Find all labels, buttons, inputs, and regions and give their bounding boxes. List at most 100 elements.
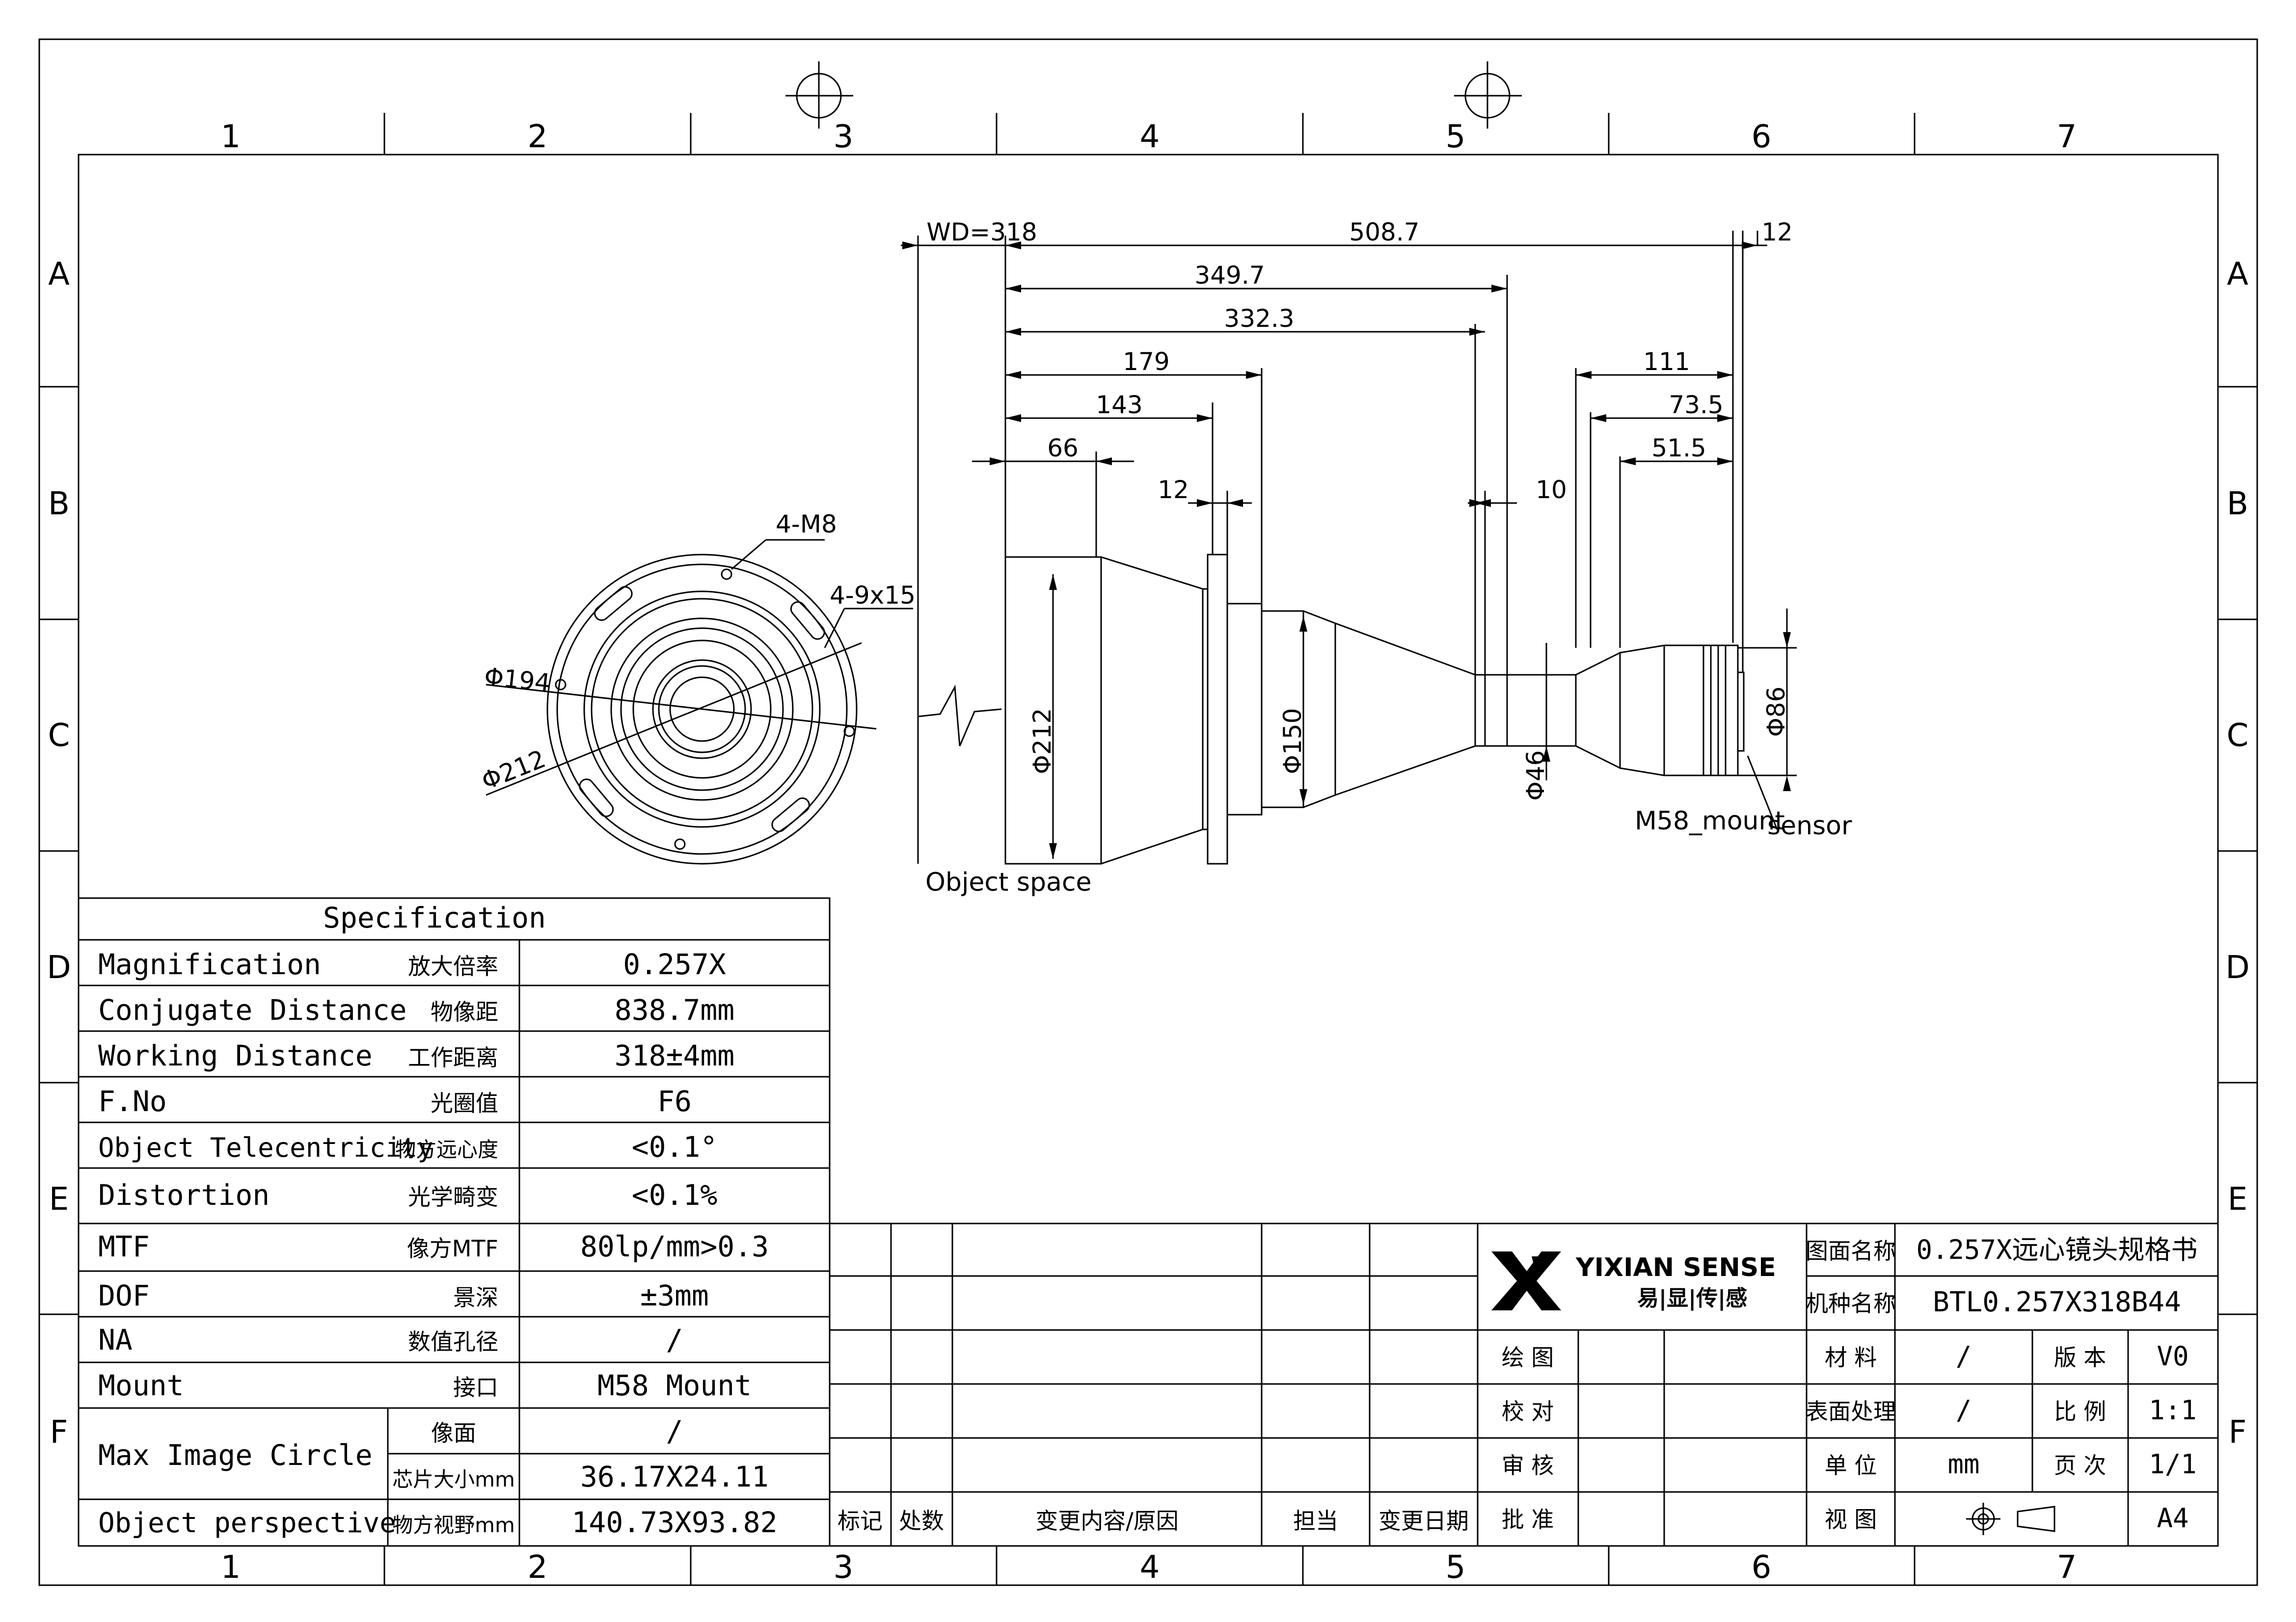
revision-header: 处数 [899, 1508, 944, 1534]
spec-value: 36.17X24.11 [580, 1460, 769, 1493]
spec-table: Specification Magnification 放大倍率 0.257X … [98, 901, 778, 1539]
row-label: D [47, 950, 71, 986]
col-label: 3 [834, 119, 854, 155]
sign-label-review: 审 核 [1502, 1452, 1554, 1479]
bottom-column-ticks [383, 1546, 1916, 1585]
spec-row: F.No 光圈值 F6 [98, 1085, 692, 1118]
row-label: B [2227, 486, 2248, 522]
spec-name-en: NA [98, 1323, 133, 1356]
spec-value: / [666, 1323, 683, 1356]
spec-value: 140.73X93.82 [571, 1506, 777, 1539]
spec-name-cn: 景深 [453, 1284, 498, 1311]
model-label: 机种名称 [1806, 1290, 1896, 1317]
side-view-labels: Object space M58_mount sensor [925, 806, 1852, 897]
col-label: 7 [2057, 1549, 2077, 1586]
left-row-ticks [39, 386, 79, 1315]
material-label: 材 料 [1825, 1344, 1877, 1371]
spec-name-cn: 物方视野mm [392, 1513, 515, 1537]
unit-label: 单 位 [1825, 1452, 1877, 1479]
spec-name-en: Object Telecentricity [98, 1132, 433, 1163]
dim-332-3: 332.3 [1224, 304, 1294, 333]
mount-slot [771, 797, 810, 832]
right-row-ticks [2218, 386, 2257, 1315]
drawing-name: 0.257X远心镜头规格书 [1916, 1234, 2197, 1265]
spec-name-cn: 数值孔径 [408, 1329, 498, 1355]
row-label: C [2227, 718, 2249, 754]
model-number: BTL0.257X318B44 [1933, 1286, 2181, 1318]
page-value: 1/1 [2149, 1449, 2197, 1480]
spec-row-image-circle: Max Image Circle 像面 / 芯片大小mm 36.17X24.11 [98, 1414, 769, 1493]
spec-row: Conjugate Distance 物像距 838.7mm [98, 993, 734, 1027]
spec-value: 838.7mm [615, 993, 734, 1027]
revision-header: 标记 [837, 1508, 883, 1534]
version-label: 版 本 [2054, 1344, 2107, 1371]
spec-row: NA 数值孔径 / [98, 1323, 683, 1356]
unit-value: mm [1947, 1449, 1979, 1480]
target-mark-left [785, 61, 853, 129]
brand-logo-icon [1491, 1251, 1561, 1310]
dim-111: 111 [1643, 347, 1690, 376]
row-label: B [48, 486, 70, 522]
mount-hole [674, 838, 686, 850]
top-column-ticks [383, 113, 1916, 155]
spec-value: / [666, 1414, 683, 1448]
surface-value: / [1956, 1395, 1972, 1426]
spec-table-grid [78, 897, 831, 1547]
spec-value: <0.1° [632, 1130, 718, 1164]
version-value: V0 [2157, 1341, 2188, 1372]
spec-value: ±3mm [640, 1279, 709, 1312]
page-label: 页 次 [2054, 1452, 2107, 1479]
spec-name-cn: 像方MTF [407, 1235, 498, 1262]
col-label: 7 [2057, 119, 2077, 155]
brand-name: YIXIAN SENSE [1575, 1253, 1776, 1282]
row-label: F [2229, 1414, 2247, 1451]
revision-header: 变更日期 [1378, 1508, 1469, 1534]
spec-row: MTF 像方MTF 80lp/mm>0.3 [98, 1230, 769, 1263]
spec-name-en: Magnification [98, 948, 321, 981]
diameter-212: Φ212 [1028, 708, 1056, 774]
dim-51-5: 51.5 [1651, 434, 1706, 462]
col-label: 1 [221, 119, 241, 155]
spec-name-en: Mount [98, 1369, 184, 1402]
spec-row: DOF 景深 ±3mm [98, 1279, 709, 1312]
spec-value: <0.1% [632, 1178, 718, 1212]
side-view-dimension-texts: WD=318 508.7 12 349.7 332.3 179 143 66 1… [926, 218, 1792, 504]
sign-label-check: 校 对 [1502, 1398, 1554, 1425]
sign-label-draw: 绘 图 [1502, 1344, 1554, 1371]
sensor-label: sensor [1767, 811, 1852, 841]
row-labels-left: A B C D E F [47, 256, 71, 1451]
spec-value: 0.257X [623, 948, 726, 981]
mount-hole [555, 679, 567, 691]
row-label: E [2228, 1181, 2247, 1218]
flange-dim: 12 [1158, 476, 1189, 504]
spec-name-en: Object perspective [98, 1507, 396, 1539]
working-distance-dim: WD=318 [926, 218, 1037, 246]
col-label: 6 [1752, 1549, 1772, 1586]
dim-66: 66 [1047, 434, 1079, 462]
mount-slot [790, 601, 825, 640]
title-block-brand: YIXIAN SENSE 易|显|传|感 [1575, 1253, 1776, 1311]
brand-name-cn: 易|显|传|感 [1637, 1286, 1747, 1311]
column-labels-top: 1 2 3 4 5 6 7 [221, 119, 2077, 155]
row-label: D [2225, 950, 2249, 986]
col-label: 4 [1140, 119, 1160, 155]
spec-name-cn: 光圈值 [431, 1090, 498, 1117]
spec-row-perspective: Object perspective 物方视野mm 140.73X93.82 [98, 1506, 778, 1539]
spec-name-cn: 芯片大小mm [392, 1467, 515, 1491]
spec-name-cn: 像面 [431, 1420, 476, 1446]
spec-name-en: Max Image Circle [98, 1438, 373, 1472]
diameter-150: Φ150 [1278, 708, 1307, 774]
spec-name-en: MTF [98, 1230, 150, 1263]
dim-349-7: 349.7 [1194, 261, 1265, 290]
col-label: 3 [834, 1549, 854, 1586]
front-view [486, 539, 913, 865]
dim-179: 179 [1123, 347, 1169, 376]
spec-row: Mount 接口 M58 Mount [98, 1369, 752, 1402]
diameter-86: Φ86 [1762, 687, 1790, 737]
dim-73-5: 73.5 [1669, 391, 1723, 419]
row-label: C [48, 718, 70, 754]
target-mark-right [1454, 61, 1522, 129]
row-label: A [48, 256, 70, 292]
spec-name-cn: 物像距 [431, 999, 498, 1025]
